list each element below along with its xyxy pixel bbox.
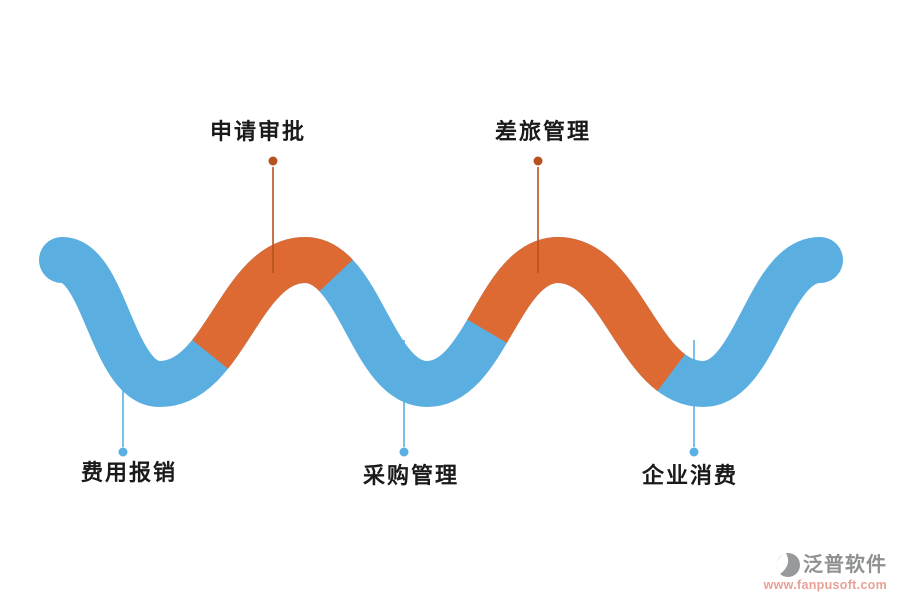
connector-dots [118, 156, 699, 457]
label-procurement-management: 采购管理 [362, 463, 460, 488]
label-application-approval: 申请审批 [209, 119, 307, 144]
top-connectors [272, 167, 539, 273]
connector-dot-consumption [689, 447, 699, 457]
connector-dot-approval [268, 156, 278, 166]
watermark: 泛普软件 www.fanpusoft.com [764, 552, 887, 592]
connector-dot-expense [118, 447, 128, 457]
label-enterprise-consumption: 企业消费 [641, 463, 739, 488]
label-travel-management: 差旅管理 [494, 119, 592, 144]
website-url: www.fanpusoft.com [763, 578, 887, 592]
wave-ribbon-blue [39, 236, 843, 408]
connector-dot-travel [533, 156, 543, 166]
brand-name: 泛普软件 [803, 554, 887, 576]
label-expense-reimbursement: 费用报销 [80, 460, 178, 485]
connector-dot-procurement [399, 447, 409, 457]
fanpu-logo-icon [775, 552, 800, 577]
